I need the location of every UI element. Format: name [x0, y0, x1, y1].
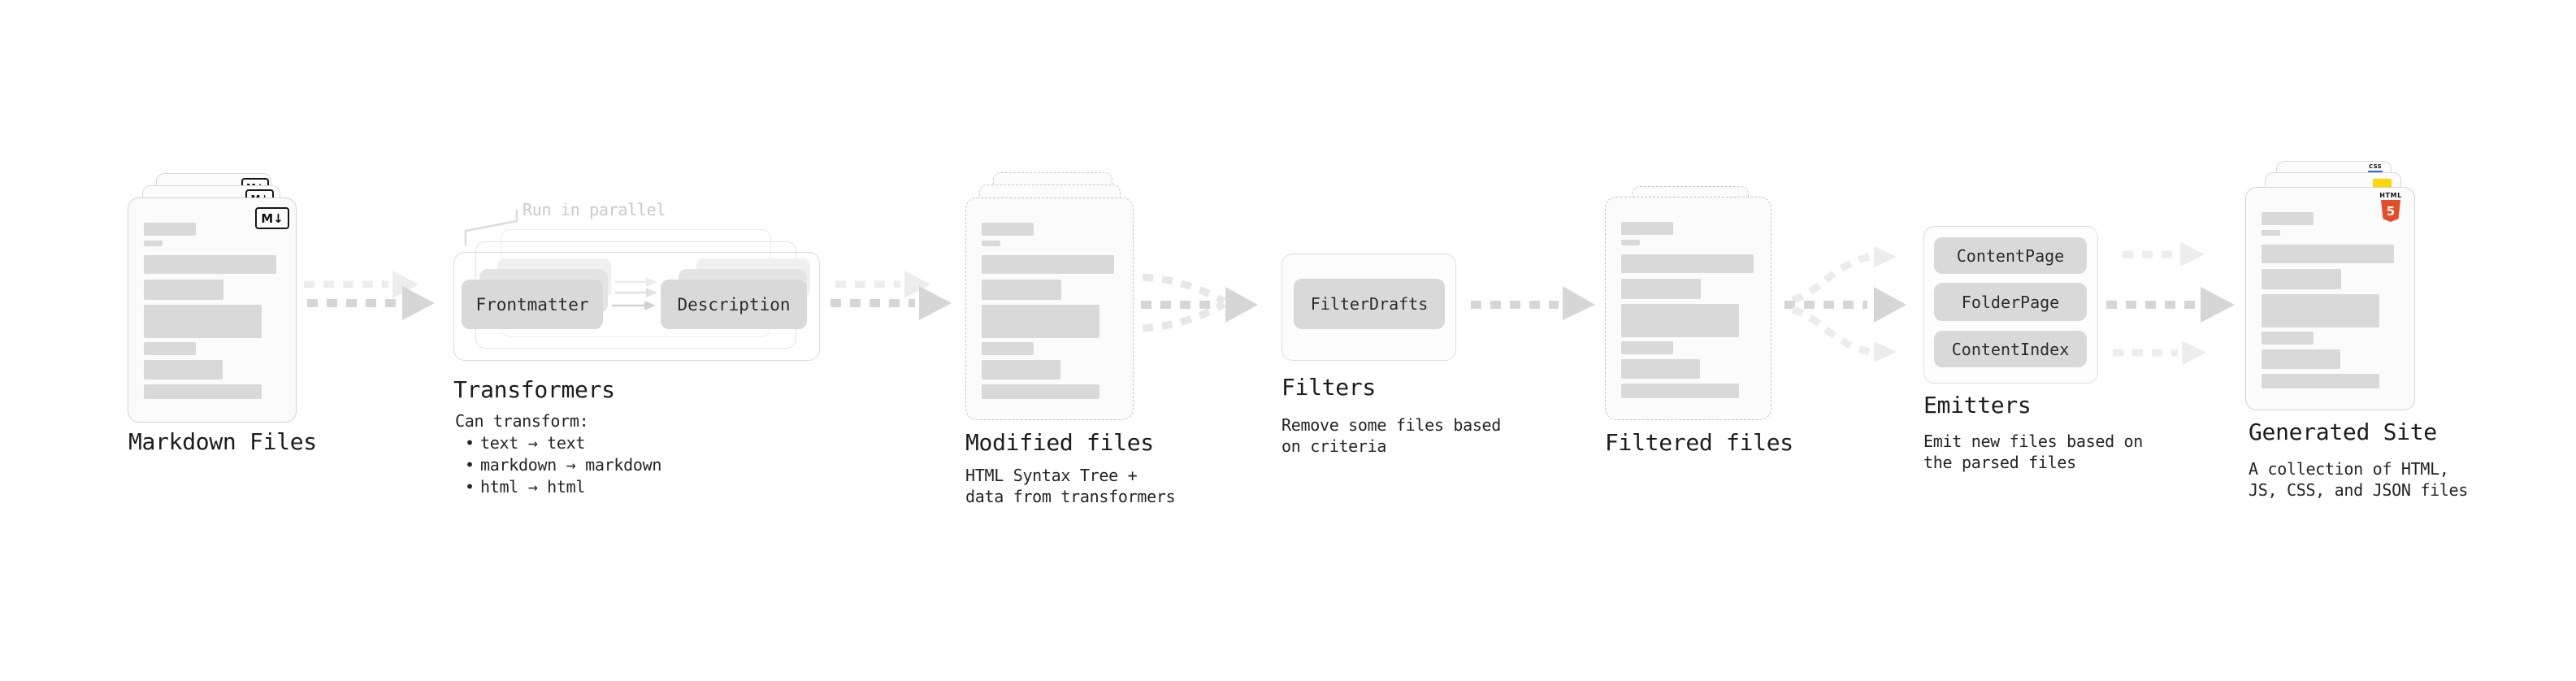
folderpage-node: FolderPage — [1934, 283, 2087, 321]
bullet-icon: • — [465, 433, 475, 453]
html5-icon-shield: 5 — [2381, 200, 2400, 222]
markdown-icon: M↓ — [255, 207, 289, 229]
text-line-bar — [1621, 304, 1739, 337]
text-line-bar — [144, 384, 262, 399]
caption-line: HTML Syntax Tree + — [965, 466, 1138, 485]
text-line-bar — [982, 342, 1034, 355]
text-line-bar — [1621, 279, 1701, 299]
arrow-markdown-to-transformers-ghost — [304, 271, 418, 298]
text-line-bar — [2262, 332, 2314, 345]
text-line-bar — [144, 342, 196, 355]
caption-line: on criteria — [1281, 436, 1387, 456]
markdown-file-card: M↓ — [128, 197, 297, 423]
text-line-bar — [144, 305, 262, 338]
contentpage-node: ContentPage — [1934, 237, 2087, 274]
bullet-text: markdown → markdown — [480, 455, 662, 475]
modified-file-card — [965, 197, 1134, 420]
emitters-title: Emitters — [1923, 392, 2032, 419]
text-line-bar — [2262, 230, 2280, 236]
text-line-bar — [1621, 384, 1739, 398]
run-in-parallel-annotation: Run in parallel — [523, 200, 666, 219]
arrow-markdown-to-transformers — [307, 286, 435, 320]
emitters-caption: Emit new files based on the parsed files — [1923, 431, 2143, 473]
text-line-bar — [2262, 269, 2341, 289]
text-line-bar — [144, 360, 223, 380]
arrow-emitters-to-site-middle — [2106, 287, 2235, 323]
text-line-bar — [1621, 359, 1700, 379]
text-line-bar — [982, 305, 1099, 338]
bullet-text: text → text — [480, 433, 586, 453]
transformers-caption-heading: Can transform: — [455, 411, 589, 431]
contentindex-node: ContentIndex — [1934, 331, 2087, 367]
text-line-bar — [144, 280, 223, 300]
text-line-bar — [1621, 341, 1673, 354]
document-text-placeholder — [1606, 197, 1771, 419]
transformers-title: Transformers — [453, 376, 615, 403]
arrow-transformers-to-modified-ghost — [835, 271, 930, 298]
text-line-bar — [982, 223, 1034, 236]
generated-site-caption: A collection of HTML, JS, CSS, and JSON … — [2249, 458, 2468, 501]
css-icon-word: CSS — [2369, 163, 2382, 170]
caption-line: Emit new files based on — [1923, 432, 2144, 451]
transformers-bullet-1: •text → text — [455, 432, 661, 454]
html5-icon-word: HTML — [2379, 192, 2402, 199]
transformers-caption: Can transform: •text → text •markdown → … — [455, 410, 661, 498]
text-line-bar — [1621, 240, 1640, 245]
filterdrafts-node: FilterDrafts — [1294, 279, 1445, 329]
arrow-filters-to-filtered — [1471, 286, 1595, 320]
filters-title: Filters — [1281, 374, 1376, 401]
text-line-bar — [1621, 254, 1754, 273]
arrow-emitters-to-site-bottom — [2113, 340, 2206, 365]
javascript-icon — [2373, 179, 2392, 189]
filtered-file-card — [1605, 197, 1772, 420]
caption-line: the parsed files — [1923, 453, 2076, 472]
modified-files-caption: HTML Syntax Tree + data from transformer… — [965, 465, 1176, 507]
document-text-placeholder — [128, 198, 296, 422]
arrow-filtered-to-emitters — [1785, 246, 1906, 362]
text-line-bar — [982, 255, 1114, 274]
site-file-card: HTML 5 — [2245, 187, 2415, 410]
text-line-bar — [144, 241, 163, 246]
bullet-icon: • — [465, 455, 475, 475]
text-line-bar — [982, 360, 1060, 380]
text-line-bar — [982, 280, 1061, 300]
transformers-box — [453, 252, 820, 361]
document-text-placeholder — [966, 198, 1133, 419]
caption-line: A collection of HTML, — [2249, 459, 2449, 479]
arrow-emitters-to-site-top — [2123, 242, 2205, 267]
caption-line: Remove some files based — [1281, 415, 1502, 435]
bullet-text: html → html — [480, 477, 586, 497]
text-line-bar — [982, 241, 1000, 246]
markdown-files-title: Markdown Files — [128, 428, 317, 455]
filters-caption: Remove some files based on criteria — [1281, 414, 1501, 457]
arrow-modified-to-filters — [1141, 273, 1258, 332]
html5-icon-digit: 5 — [2386, 203, 2396, 219]
document-text-placeholder — [2246, 188, 2414, 410]
arrow-transformers-to-modified — [830, 286, 952, 320]
text-line-bar — [144, 255, 276, 274]
html5-icon: HTML 5 — [2378, 193, 2404, 222]
text-line-bar — [2262, 294, 2379, 327]
text-line-bar — [2262, 374, 2379, 388]
text-line-bar — [2262, 212, 2314, 225]
text-line-bar — [144, 223, 196, 236]
bullet-icon: • — [465, 477, 475, 497]
caption-line: JS, CSS, and JSON files — [2249, 480, 2469, 500]
text-line-bar — [2262, 245, 2394, 263]
text-line-bar — [982, 384, 1099, 399]
css-icon-underline — [2368, 171, 2383, 174]
transformers-bullet-3: •html → html — [455, 476, 661, 498]
text-line-bar — [1621, 222, 1673, 235]
transformers-bullet-2: •markdown → markdown — [455, 454, 661, 476]
text-line-bar — [2262, 349, 2340, 369]
caption-line: data from transformers — [965, 487, 1176, 506]
description-node: Description — [661, 280, 807, 329]
frontmatter-node: Frontmatter — [462, 280, 603, 329]
modified-files-title: Modified files — [965, 429, 1154, 456]
filtered-files-title: Filtered files — [1605, 429, 1793, 456]
css-icon: CSS — [2366, 164, 2384, 174]
generated-site-title: Generated Site — [2249, 419, 2437, 445]
